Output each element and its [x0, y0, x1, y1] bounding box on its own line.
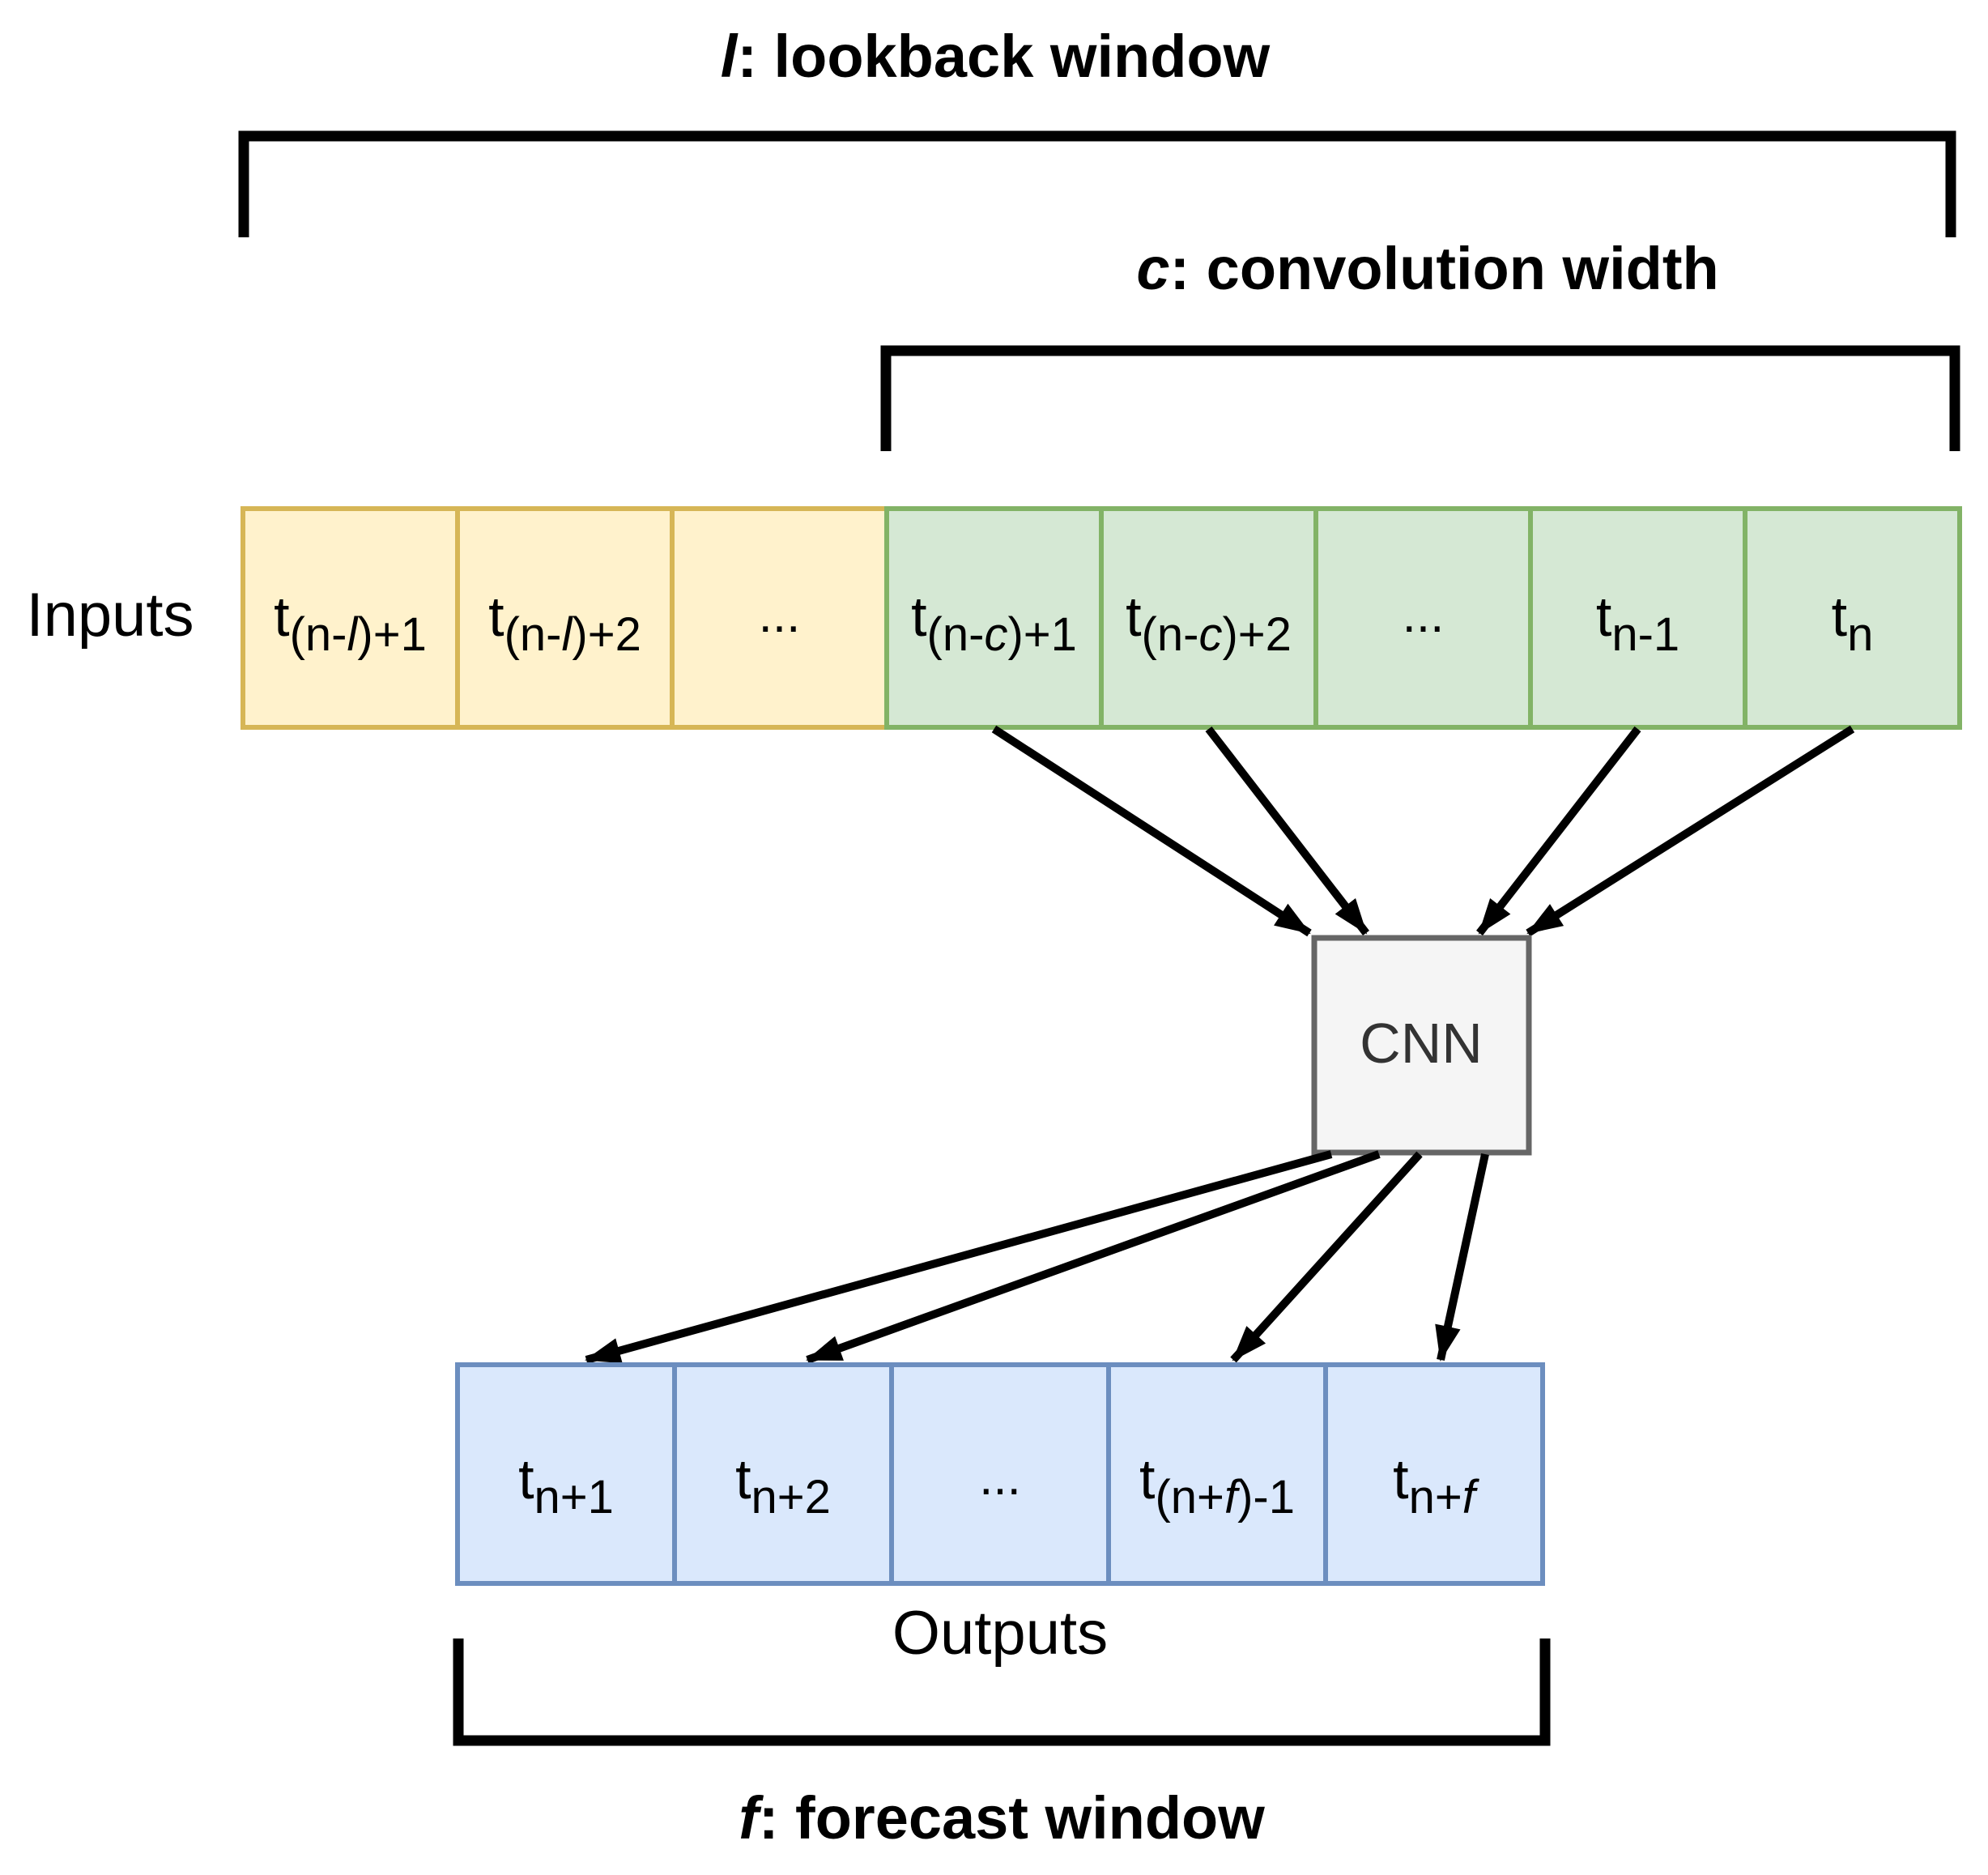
forecast-bracket — [453, 1638, 1551, 1746]
convolution-variable: c — [1136, 235, 1169, 302]
outputs-label: Outputs — [892, 1599, 1108, 1668]
inputs-label: Inputs — [26, 581, 194, 650]
input-to-cnn-arrows — [991, 725, 1855, 937]
cnn-to-output-arrow — [806, 1150, 1381, 1364]
input-cell-label: t(n-l)+1 — [274, 585, 427, 661]
input-cell-label: t(n-l)+2 — [488, 585, 641, 661]
input-cell — [1099, 506, 1318, 730]
cnn-to-output-arrows — [585, 1150, 1489, 1364]
input-cell — [1313, 506, 1533, 730]
input-cell — [670, 506, 889, 730]
output-cell-label: t(n+f)-1 — [1139, 1447, 1295, 1523]
output-cell-label: ... — [979, 1450, 1021, 1506]
input-cell-label: t(n-c)+2 — [1126, 585, 1292, 661]
input-cell-label: ... — [1403, 587, 1445, 643]
lookback-title-rest: : lookback window — [737, 23, 1270, 90]
input-cell — [884, 506, 1104, 730]
cnn-label: CNN — [1360, 1012, 1483, 1075]
cnn-to-output-arrow — [1435, 1153, 1489, 1362]
lookback-variable: l — [721, 23, 739, 90]
output-row: tn+1 tn+2... t(n+f)-1 tn+f — [455, 1362, 1545, 1586]
output-cell — [889, 1362, 1111, 1586]
input-to-cnn-arrow — [991, 725, 1312, 937]
output-cell-label: tn+f — [1393, 1447, 1480, 1523]
input-cell — [455, 506, 675, 730]
convolution-title-rest: : convolution width — [1169, 235, 1718, 302]
convolution-bracket — [880, 345, 1960, 451]
forecast-title-rest: : forecast window — [759, 1784, 1265, 1852]
input-to-cnn-arrow — [1205, 726, 1369, 936]
lookback-window-title: l: lookback window — [721, 23, 1271, 90]
input-cell-label: tn-1 — [1596, 585, 1679, 661]
input-cell-label: ... — [759, 587, 801, 643]
input-to-cnn-arrow — [1526, 725, 1855, 937]
lookback-bracket — [238, 130, 1956, 237]
output-cell — [1323, 1362, 1545, 1586]
output-cell — [1106, 1362, 1328, 1586]
input-cell-label: tn — [1832, 585, 1874, 661]
cnn-to-output-arrow — [585, 1150, 1333, 1364]
cnn-to-output-arrow — [1230, 1151, 1423, 1363]
output-cell-label: tn+1 — [518, 1447, 614, 1523]
output-cell — [672, 1362, 894, 1586]
output-cell-label: tn+2 — [735, 1447, 831, 1523]
input-to-cnn-arrow — [1476, 726, 1641, 936]
forecast-window-title: f: forecast window — [739, 1784, 1265, 1852]
input-cell — [241, 506, 460, 730]
input-row: t(n-l)+1 t(n-l)+2... t(n-c)+1 t(n-c)+2... tn… — [241, 506, 1962, 730]
input-cell — [1528, 506, 1747, 730]
input-cell — [1743, 506, 1962, 730]
input-cell-label: t(n-c)+1 — [911, 585, 1077, 661]
convolution-width-title: c: convolution width — [1136, 235, 1718, 302]
cnn-box — [1311, 935, 1532, 1156]
